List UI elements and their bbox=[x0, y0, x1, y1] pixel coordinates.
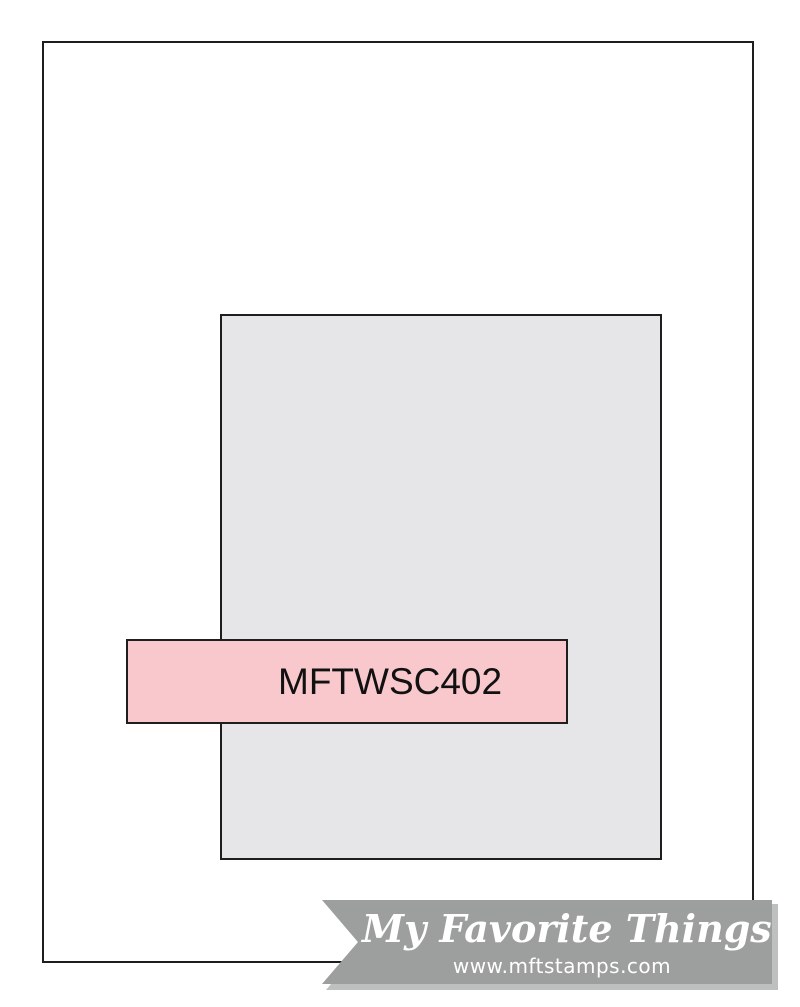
logo-tag-background bbox=[322, 900, 772, 984]
logo-tag-shape bbox=[322, 900, 778, 990]
gray-panel bbox=[220, 314, 662, 860]
sketch-code-label: MFTWSC402 bbox=[278, 660, 503, 702]
logo-website-url: www.mftstamps.com bbox=[452, 954, 672, 978]
brand-logo-tag: My Favorite Things www.mftstamps.com bbox=[322, 898, 778, 990]
pink-banner: MFTWSC402 bbox=[126, 639, 568, 724]
logo-brand-name: My Favorite Things bbox=[362, 906, 772, 951]
